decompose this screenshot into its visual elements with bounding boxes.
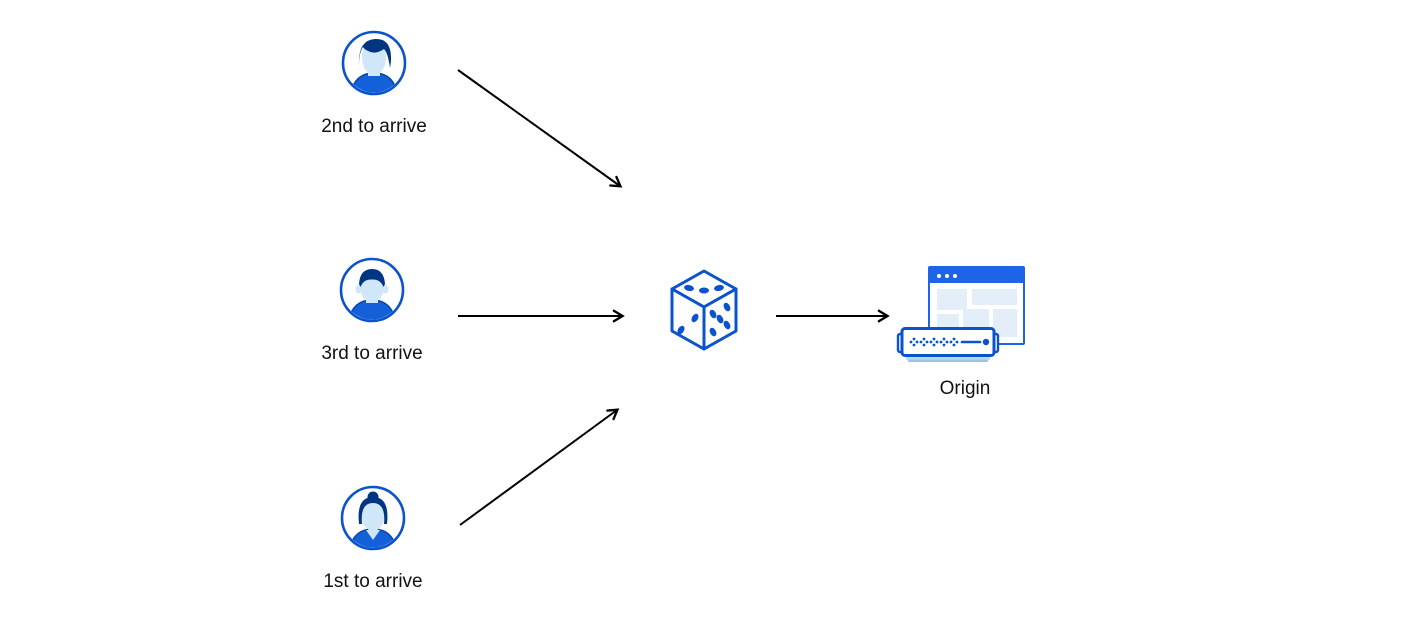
- browser-titlebar: [930, 268, 1023, 283]
- window-dot-icon: [937, 273, 941, 278]
- client-node-1st: 1st to arrive: [311, 485, 435, 593]
- male-quiff-avatar-icon: [341, 30, 407, 96]
- female-bun-avatar-icon: [340, 485, 406, 551]
- male-short-hair-avatar-icon: [339, 257, 405, 323]
- content-block: [963, 309, 989, 331]
- window-dot-icon: [953, 273, 957, 278]
- window-dot-icon: [945, 273, 949, 278]
- origin-label: Origin: [939, 378, 991, 399]
- origin-node: Origin: [890, 260, 1040, 410]
- client-node-3rd: 3rd to arrive: [310, 257, 434, 365]
- arrow-client2-to-dice: [457, 69, 623, 188]
- client-label-1st: 1st to arrive: [323, 571, 423, 592]
- client-label-2nd: 2nd to arrive: [321, 116, 427, 137]
- dice-icon: [670, 269, 738, 351]
- server-led-pattern: [909, 337, 959, 347]
- client-label-3rd: 3rd to arrive: [321, 343, 423, 364]
- dice-node: [668, 268, 740, 352]
- browser-window-icon: [928, 266, 1025, 345]
- arrow-client1-to-dice: [459, 408, 620, 526]
- content-block: [937, 289, 967, 310]
- client-node-2nd: 2nd to arrive: [312, 30, 436, 138]
- server-icon: [896, 327, 1000, 362]
- content-block: [993, 309, 1017, 337]
- content-block: [937, 314, 959, 329]
- content-block: [972, 289, 1017, 305]
